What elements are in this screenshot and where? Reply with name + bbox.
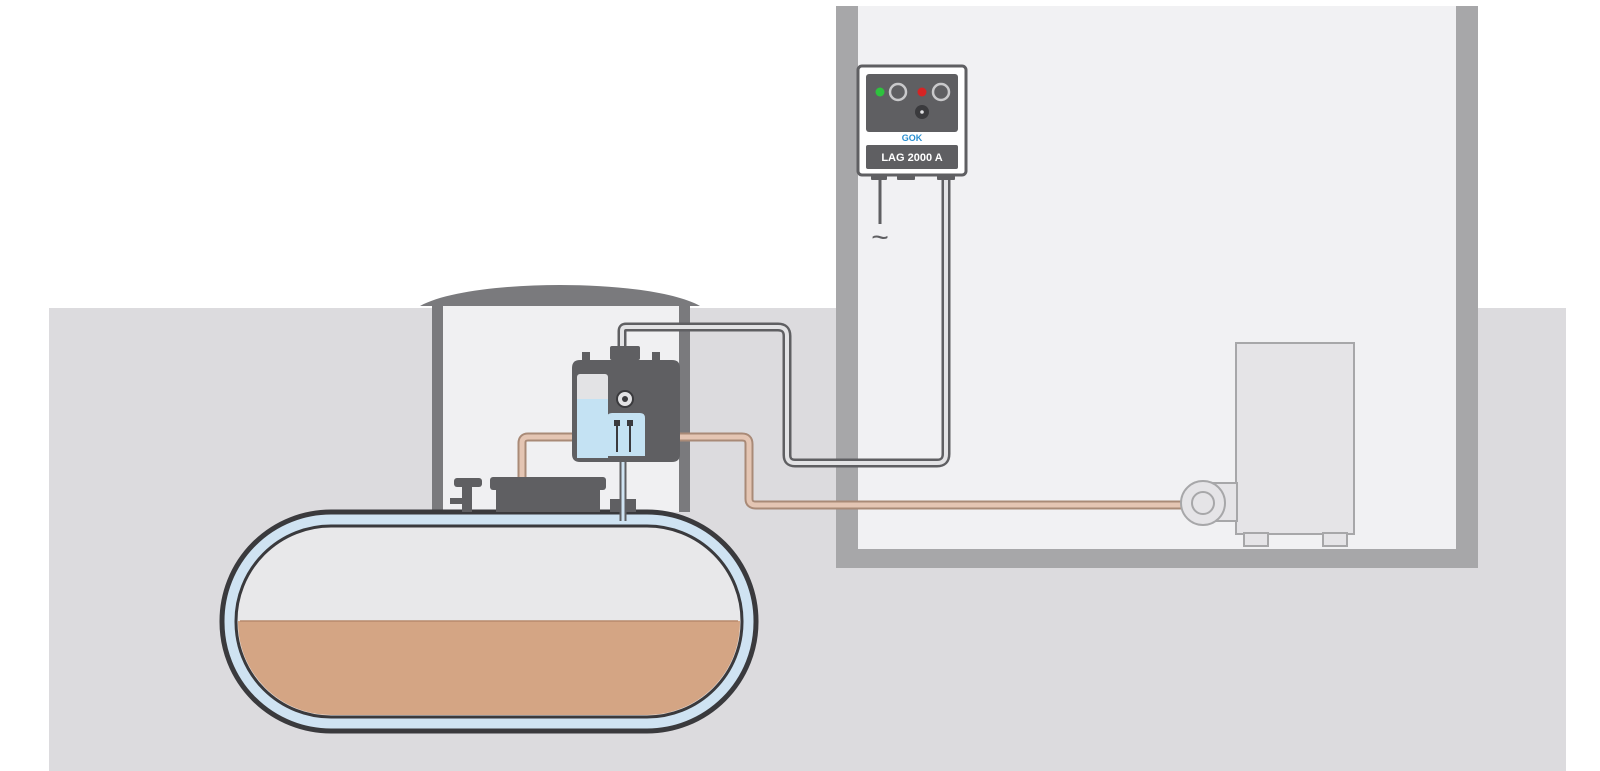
- power-symbol: ~: [871, 221, 889, 254]
- leak-monitor-unit: [572, 346, 680, 462]
- vacuum-hose: [617, 174, 951, 468]
- knob-icon: [931, 82, 951, 102]
- tank-manhole-cover: [490, 477, 606, 512]
- vent-fitting: [450, 478, 482, 512]
- indicator-fluid: [577, 399, 608, 458]
- knob-icon: [888, 82, 908, 102]
- green-led-indicator: [875, 87, 885, 97]
- heating-oil-level: [238, 621, 740, 715]
- red-led-indicator: [917, 87, 927, 97]
- oil-burner: [1180, 342, 1355, 547]
- model-label: LAG 2000 A: [881, 152, 942, 164]
- brand-logo: GOK: [902, 133, 923, 143]
- control-unit: [856, 64, 968, 180]
- fuel-suction-line: [517, 432, 572, 626]
- fuel-supply-line: [680, 432, 1188, 510]
- double-wall-tank: [219, 509, 759, 734]
